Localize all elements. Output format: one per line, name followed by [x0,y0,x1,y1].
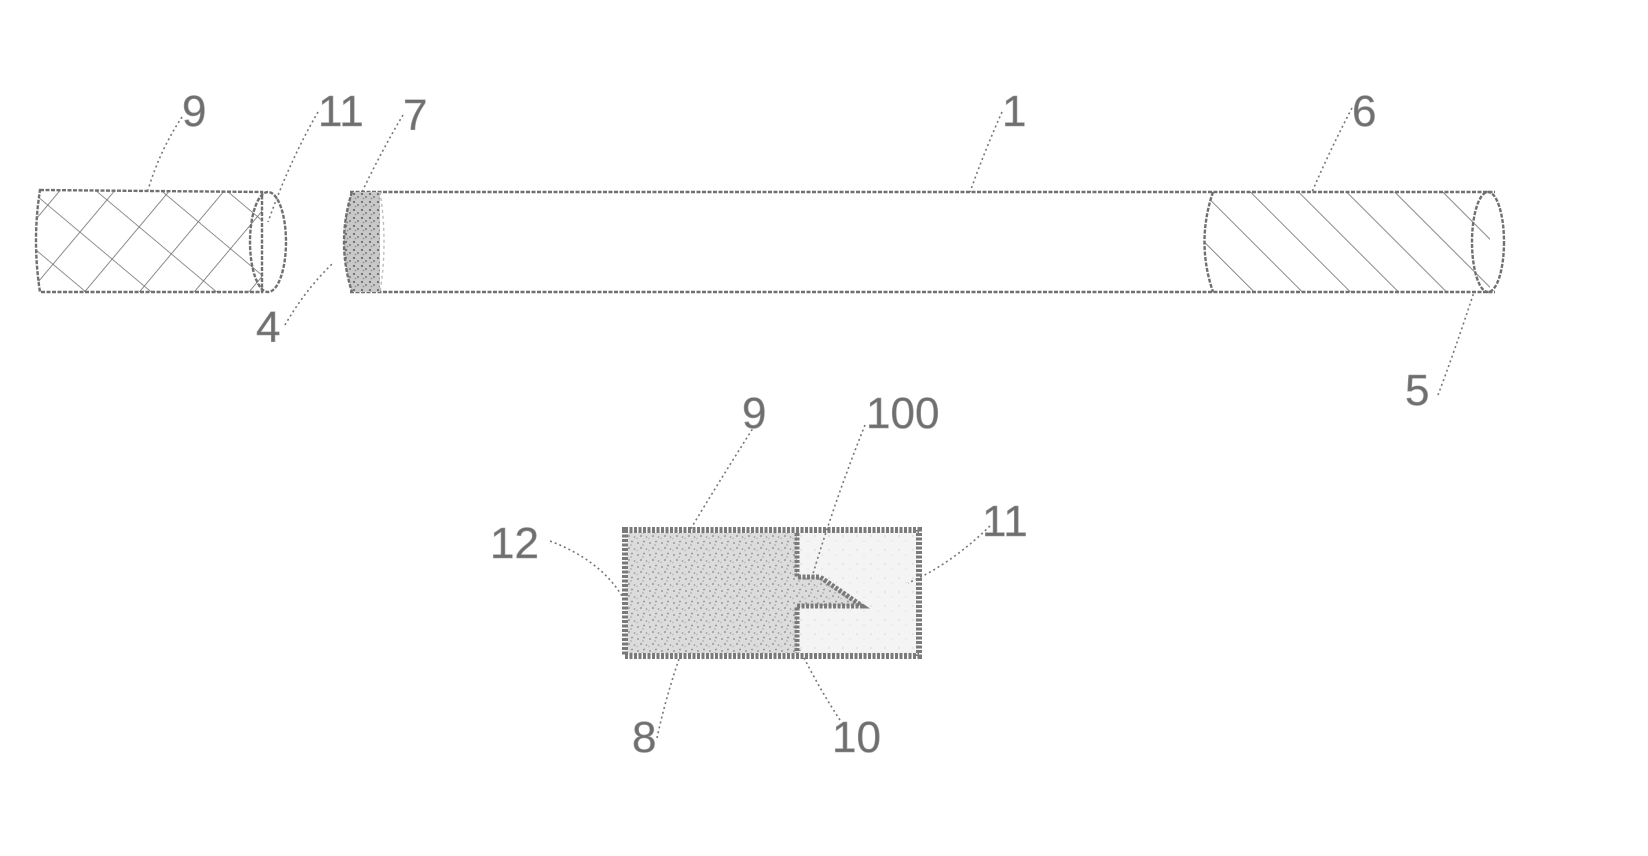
label-rod-1: 1 [1002,87,1026,136]
label-section-11: 11 [982,497,1028,546]
hatched-band-6 [1205,192,1491,292]
label-section-9: 9 [742,389,766,438]
label-band-6: 6 [1352,87,1376,136]
label-cap-11: 11 [318,87,364,136]
label-section-100: 100 [866,389,939,438]
label-plug-7: 7 [403,91,427,140]
reference-labels: 9 11 7 1 6 4 5 9 100 12 11 8 10 [182,87,1429,762]
label-end-4: 4 [256,303,280,352]
cap-component [36,190,286,292]
label-end-5: 5 [1405,366,1429,415]
label-cap-9: 9 [182,87,206,136]
label-section-10: 10 [832,713,881,762]
main-rod [344,192,1504,292]
plug-7 [344,192,380,292]
cross-section [625,530,919,656]
label-section-8: 8 [632,713,656,762]
label-section-12: 12 [490,519,539,568]
